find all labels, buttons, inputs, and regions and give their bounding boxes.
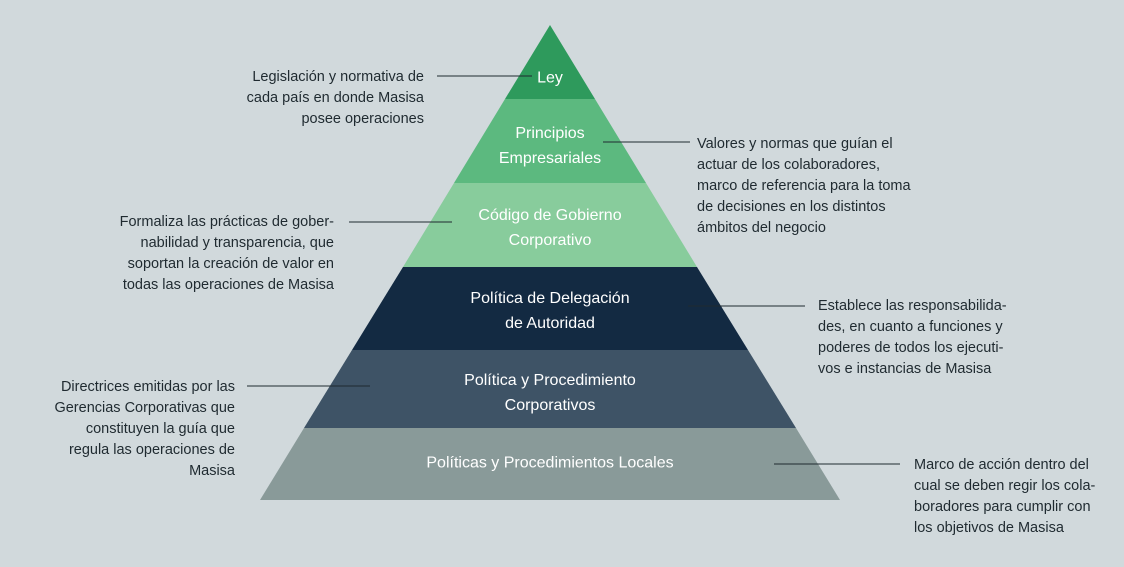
tier-codigo-label: Código de Gobierno Corporativo <box>478 207 622 249</box>
tier-codigo-shape <box>403 183 697 267</box>
tier-delegacion-shape <box>352 267 748 350</box>
tier-locales-shape <box>260 428 840 500</box>
tier-principios-label: Principios Empresariales <box>498 125 602 167</box>
tier-procedimiento-corporativo-label: Política y Procedimiento Corporativos <box>464 372 636 414</box>
note-principios: Valores y normas que guían el actuar de … <box>697 136 911 236</box>
tier-procedimiento-corporativo-shape <box>304 350 796 428</box>
note-codigo: Formaliza las prácticas de gober- nabili… <box>119 214 334 293</box>
tier-ley-shape <box>505 25 595 99</box>
tier-delegacion-label: Política de Delegación de Autoridad <box>470 290 630 332</box>
tier-locales-label: Políticas y Procedimientos Locales <box>426 454 674 472</box>
note-delegacion: Establece las responsabilida- des, en cu… <box>818 298 1007 377</box>
note-locales: Marco de acción dentro del cual se deben… <box>914 457 1096 536</box>
note-ley: Legislación y normativa de cada país en … <box>246 69 424 127</box>
note-procedimiento-corporativo: Directrices emitidas por las Gerencias C… <box>54 379 235 479</box>
tier-principios-shape <box>454 99 646 183</box>
tier-ley-label: Ley <box>537 69 563 87</box>
